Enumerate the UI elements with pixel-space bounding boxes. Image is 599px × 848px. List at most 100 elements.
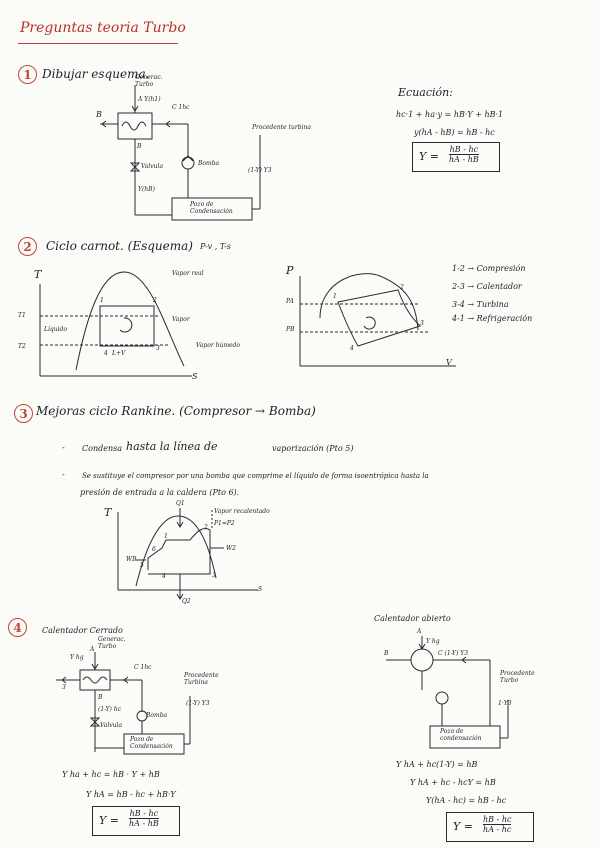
- s1-eq-result-box: Y = hB - hc hA - hB: [412, 142, 500, 172]
- rankine-n6: 6: [152, 546, 156, 553]
- s1-eq-result-den: hA - hB: [449, 155, 479, 164]
- rankine-n3: 3: [212, 572, 216, 579]
- ts-axis-s: S: [192, 372, 198, 381]
- pv-point-4: 4: [350, 345, 354, 352]
- cycle-legend-3: 3-4 → Turbina: [452, 300, 509, 309]
- s3-bullet1-b: hasta la línea de: [126, 440, 218, 453]
- open-y-hg: Y hg: [426, 638, 440, 645]
- section-number-3: 3: [14, 404, 33, 423]
- ts-mix-label: L+V: [112, 350, 126, 357]
- s1-ecuacion-heading: Ecuación:: [398, 86, 453, 99]
- open-a: A: [417, 628, 422, 635]
- open-c: C (1-Y) Y3: [438, 650, 469, 657]
- pv-axis-p: P: [286, 264, 294, 277]
- closed-valvula: Valvula: [100, 722, 123, 729]
- open-b: B: [384, 650, 389, 657]
- page-title: Preguntas teoria Turbo: [20, 20, 186, 36]
- rankine-n5: 5: [140, 562, 144, 569]
- section-1-heading: Dibujar esquema.: [42, 67, 150, 81]
- rankine-p1p2: P1=P2: [214, 520, 235, 527]
- ts-point-3: 3: [156, 345, 160, 352]
- section-2-subheading: P-v , T-s: [200, 242, 231, 251]
- closed-three: 3: [62, 684, 66, 691]
- open-procedente: Procedente Turbo: [500, 670, 535, 684]
- rankine-n2: 2: [204, 524, 208, 531]
- open-eq1: Y hA + hc(1-Y) = hB: [396, 760, 478, 769]
- closed-c: C 1hc: [134, 664, 152, 671]
- rankine-axis-s: S: [258, 586, 263, 593]
- section-2-heading: Ciclo carnot. (Esquema): [46, 239, 193, 253]
- open-result-num: hB - hc: [483, 815, 512, 824]
- open-result-box: Y = hB - hc hA - hc: [446, 812, 534, 842]
- rankine-vapor-recalentado: Vapor recalentado: [214, 508, 270, 515]
- rankine-axis-t: T: [104, 506, 112, 519]
- s3-bullet2-line1: Se sustituye el compresor por una bomba …: [82, 472, 429, 480]
- section-number-1: 1: [18, 65, 37, 84]
- rankine-n4: 4: [162, 573, 166, 580]
- s1-bomba-label: Bomba: [198, 160, 220, 167]
- closed-procedente: Procedente Turbina: [184, 672, 219, 686]
- s1-eq-line2: y(hA - hB) = hB - hc: [414, 128, 495, 137]
- s1-gen-turbo-label: Generac. Turbo: [135, 74, 163, 88]
- s3-bullet2-dash: -: [62, 470, 65, 479]
- ts-point-4: 4: [104, 350, 108, 357]
- rankine-n1: 1: [164, 533, 168, 540]
- s3-bullet1-a: Condensa: [82, 444, 122, 453]
- closed-heater-heading: Calentador Cerrado: [42, 626, 123, 635]
- pv-pb: PB: [286, 326, 295, 333]
- s3-bullet2-line2: presión de entrada a la caldera (Pto 6).: [80, 488, 240, 497]
- open-result-lhs: Y =: [453, 820, 473, 833]
- s1-c-label: C 1hc: [172, 104, 190, 111]
- closed-result-den: hA - hB: [129, 819, 159, 828]
- s1-b-left-label: B: [96, 110, 102, 119]
- pv-axis-v: V: [446, 358, 452, 367]
- pv-pa: PA: [286, 298, 294, 305]
- cycle-legend-1: 1-2 → Compresión: [452, 264, 526, 273]
- s1-eq-line1: hc·1 + ha·y = hB·Y + hB·1: [396, 110, 504, 119]
- pv-point-3: 3: [420, 320, 424, 327]
- open-heater-heading: Calentador abierto: [374, 614, 451, 623]
- s1-yhb-label: Y(hB): [138, 186, 155, 193]
- pv-point-2: 2: [400, 284, 404, 291]
- ts-t2: T2: [18, 343, 26, 350]
- s1-valvula-label: Valvula: [141, 163, 164, 170]
- rankine-wb: WB: [126, 556, 137, 563]
- rankine-q2: Q2: [182, 598, 191, 605]
- ts-point-2: 2: [153, 297, 157, 304]
- ts-liquido: Líquido: [44, 326, 67, 333]
- closed-result-num: hB - hc: [129, 809, 159, 818]
- s1-one-minus-y-label: (1-Y) Y3: [248, 167, 272, 174]
- closed-result-lhs: Y =: [99, 814, 119, 827]
- closed-eq1: Y ha + hc = hB · Y + hB: [62, 770, 160, 779]
- rankine-q1: Q1: [176, 500, 185, 507]
- closed-b: B: [98, 694, 103, 701]
- cycle-legend-2: 2-3 → Calentador: [452, 282, 522, 291]
- s3-bullet1-c: vaporización (Pto 5): [272, 444, 354, 453]
- s1-procedente-label: Procedente turbina: [252, 124, 311, 131]
- closed-y-hg: Y hg: [70, 654, 84, 661]
- ts-vapor-humedo: Vapor húmedo: [196, 342, 241, 349]
- open-eq3: Y(hA - hc) = hB - hc: [426, 796, 507, 805]
- open-eq2: Y hA + hc - hcY = hB: [410, 778, 496, 787]
- section-3-heading: Mejoras ciclo Rankine. (Compresor → Bomb…: [36, 404, 316, 418]
- closed-one-y: (1-Y) hc: [98, 706, 121, 713]
- closed-gen-turbo: Generac. Turbo: [98, 636, 126, 650]
- s1-eq-result-num: hB - hc: [449, 145, 479, 154]
- s1-pozo-label: Pozo de Condensación: [190, 201, 233, 215]
- ts-t1: T1: [18, 312, 26, 319]
- title-underline: [18, 43, 178, 44]
- open-one-y3: 1·Y3: [498, 700, 512, 707]
- closed-a: A: [90, 646, 95, 653]
- s1-b-down-label: B: [137, 143, 142, 150]
- rankine-w2: W2: [226, 545, 236, 552]
- closed-result-box: Y = hB - hc hA - hB: [92, 806, 180, 836]
- pv-point-1: 1: [333, 293, 337, 300]
- open-pozo: Pozo de condensación: [440, 728, 482, 742]
- s1-a-label: A Y(h1): [138, 96, 161, 103]
